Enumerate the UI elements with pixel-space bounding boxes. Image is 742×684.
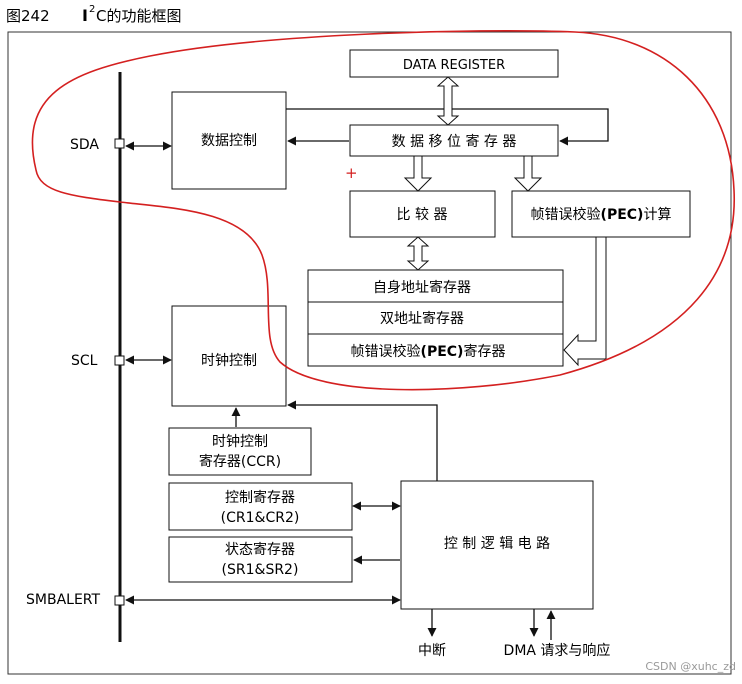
interrupt-label: 中断	[418, 643, 446, 659]
control-register-box	[168, 482, 353, 531]
pin-sda: SDA	[70, 137, 125, 153]
pin-scl: SCL	[71, 353, 125, 369]
comparator-label: 比 较 器	[397, 207, 448, 223]
sda-pad	[114, 138, 125, 149]
data-register-label: DATA REGISTER	[403, 58, 505, 73]
pec-calc-to-register-arrow	[563, 236, 607, 367]
pin-smbalert: SMBALERT	[26, 592, 125, 608]
control-register-line2: (CR1&CR2)	[221, 510, 300, 526]
dma-label: DMA 请求与响应	[504, 642, 611, 659]
figure-caption: 图242 I 2 C的功能框图	[6, 4, 181, 25]
comparator-address-arrow	[406, 236, 430, 271]
ccr-label-line2: 寄存器(CCR)	[199, 453, 281, 470]
dual-address-register-label: 双地址寄存器	[380, 310, 464, 327]
own-address-register-label: 自身地址寄存器	[373, 279, 471, 296]
shift-register-box	[349, 124, 559, 157]
shift-register-label: 数 据 移 位 寄 存 器	[392, 133, 517, 150]
data-control-label: 数据控制	[201, 133, 257, 149]
caption-superscript: 2	[89, 4, 95, 15]
smbalert-pad	[114, 595, 125, 606]
comparator-box	[349, 190, 496, 238]
control-logic-label: 控 制 逻 辑 电 路	[444, 536, 550, 552]
register-stack: 自身地址寄存器 双地址寄存器 帧错误校验(PEC)寄存器	[307, 269, 564, 367]
data-register-box	[349, 49, 559, 78]
annotation-loop	[31, 30, 735, 391]
pec-register-label: 帧错误校验(PEC)寄存器	[351, 343, 506, 360]
clock-control-label: 时钟控制	[201, 352, 257, 369]
data-control-box	[171, 91, 287, 190]
scl-pad	[114, 355, 125, 366]
clock-control-box	[171, 305, 287, 407]
caption-i: I	[82, 6, 88, 25]
status-register-line2: (SR1&SR2)	[222, 562, 299, 578]
annotation-plus: +	[345, 164, 358, 182]
ccr-label-line1: 时钟控制	[212, 433, 268, 450]
control-logic-box	[400, 480, 594, 610]
outer-frame	[7, 31, 732, 675]
own-address-register-box	[307, 269, 564, 303]
shift-to-comparator-arrow	[403, 155, 433, 192]
pec-calc-box	[511, 190, 691, 238]
data-register-shift-arrow	[436, 76, 460, 126]
status-register-box	[168, 536, 353, 583]
watermark: CSDN @xuhc_zd	[645, 660, 736, 673]
caption-prefix: 图242	[6, 7, 50, 25]
shift-to-pec-arrow	[513, 155, 543, 192]
status-register-line1: 状态寄存器	[225, 541, 295, 558]
smbalert-label: SMBALERT	[26, 592, 101, 608]
ccr-box	[168, 427, 312, 476]
caption-title: C的功能框图	[96, 7, 181, 25]
logic-to-clock-arrow	[287, 400, 438, 481]
dual-address-register-box	[307, 301, 564, 335]
pec-register-box	[307, 333, 564, 367]
scl-label: SCL	[71, 353, 98, 369]
sda-label: SDA	[70, 137, 99, 153]
control-register-line1: 控制寄存器	[225, 489, 295, 506]
pec-calc-label: 帧错误校验(PEC)计算	[531, 206, 672, 223]
